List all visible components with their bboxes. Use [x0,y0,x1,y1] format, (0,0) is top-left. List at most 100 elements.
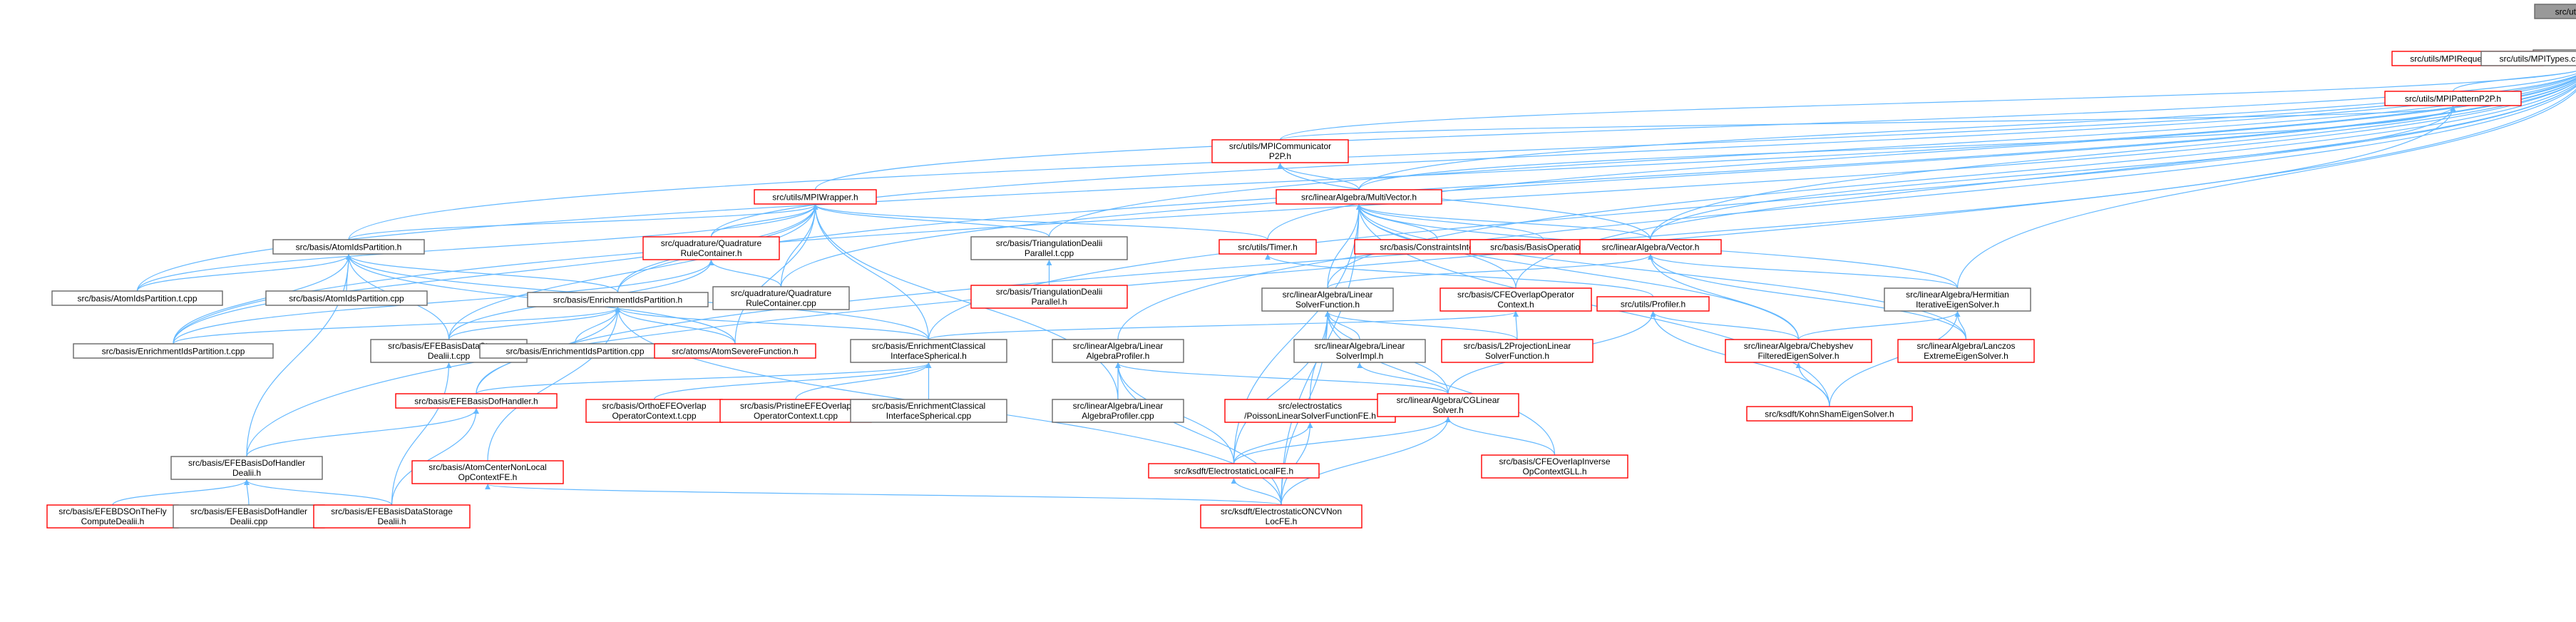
edge-efebdsontheflycomputedealii-h-to-efebasisdofhandlerdealii-h [112,479,250,506]
node-triangulationdealiiparallel-t-cpp[interactable]: src/basis/TriangulationDealiiParallel.t.… [970,236,1128,260]
node-box[interactable] [170,456,323,480]
node-box[interactable] [51,290,223,306]
node-box[interactable] [395,393,558,409]
node-enrichmentclassicalinterfacespherical-h[interactable]: src/basis/EnrichmentClassicalInterfaceSp… [850,339,1007,363]
node-box[interactable] [1224,399,1396,423]
node-linearsolverfunction-h[interactable]: src/linearAlgebra/LinearSolverFunction.h [1261,287,1394,312]
node-orthoefeoverlapoperatorcontext-t-cpp[interactable]: src/basis/OrthoEFEOverlapOperatorContext… [585,399,723,423]
node-mpipatternp2p-h[interactable]: src/utils/MPIPatternP2P.h [2384,91,2522,106]
node-box[interactable] [850,399,1007,423]
node-hermitianiterativeeigensolver-h[interactable]: src/linearAlgebra/HermitianIterativeEige… [1884,287,2031,312]
node-box[interactable] [1884,287,2031,312]
node-box[interactable] [1293,339,1426,363]
node-box[interactable] [1052,399,1184,423]
node-timer-h[interactable]: src/utils/Timer.h [1218,239,1317,255]
node-vector-h[interactable]: src/linearAlgebra/Vector.h [1579,239,1722,255]
node-box[interactable] [527,292,709,307]
node-box[interactable] [1746,406,1913,422]
node-box[interactable] [1897,339,2035,363]
node-box[interactable] [719,399,872,423]
node-linearalgebraprofiler-cpp[interactable]: src/linearAlgebra/LinearAlgebraProfiler.… [1052,399,1184,423]
node-enrichmentidspartition-t-cpp[interactable]: src/basis/EnrichmentIdsPartition.t.cpp [73,343,274,359]
node-box[interactable] [970,285,1128,309]
node-atomseverefunction-h[interactable]: src/atoms/AtomSevereFunction.h [654,343,816,359]
node-box[interactable] [2384,91,2522,106]
node-box[interactable] [1261,287,1394,312]
edge-cglinearsolver-h-to-linearalgebraprofiler-h [1115,362,1449,394]
node-box[interactable] [2480,51,2576,66]
node-efebasisdofhandler-h[interactable]: src/basis/EFEBasisDofHandler.h [395,393,558,409]
node-enrichmentidspartition-h[interactable]: src/basis/EnrichmentIdsPartition.h [527,292,709,307]
edge-chebyshevfilteredeigensolver-h-to-vector-h [1648,254,1800,340]
node-label: InterfaceSpherical.cpp [886,411,972,421]
node-box[interactable] [1441,339,1594,363]
node-box[interactable] [313,504,471,529]
node-box[interactable] [1218,239,1317,255]
node-poissonlinearsolverfunctionfe-h[interactable]: src/electrostatics/PoissonLinearSolverFu… [1224,399,1396,423]
node-box[interactable] [1211,139,1349,163]
node-box[interactable] [850,339,1007,363]
node-label: OperatorContext.t.cpp [754,411,838,421]
node-box[interactable] [712,286,850,310]
node-pristineefeoverlapoperatorcontext-t-cpp[interactable]: src/basis/PristineEFEOverlapOperatorCont… [719,399,872,423]
node-mpitypes-cpp[interactable]: src/utils/MPITypes.cpp [2480,51,2576,66]
node-box[interactable] [2534,4,2576,19]
node-multivector-h[interactable]: src/linearAlgebra/MultiVector.h [1276,189,1442,205]
node-atomcenternonlocalopcontextfe-h[interactable]: src/basis/AtomCenterNonLocalOpContextFE.… [411,460,564,484]
node-box[interactable] [642,236,780,260]
node-box[interactable] [272,239,425,255]
node-mpitypes-t-cpp[interactable]: src/utils/MPITypes.t.cpp [2534,4,2576,19]
node-box[interactable] [1579,239,1722,255]
node-box[interactable] [970,236,1128,260]
node-atomidspartition-cpp[interactable]: src/basis/AtomIdsPartition.cpp [265,290,428,306]
node-quadraturerulecontainer-cpp[interactable]: src/quadrature/QuadratureRuleContainer.c… [712,286,850,310]
node-box[interactable] [1481,454,1628,479]
node-box[interactable] [265,290,428,306]
node-box[interactable] [1052,339,1184,363]
node-enrichmentclassicalinterfacespherical-cpp[interactable]: src/basis/EnrichmentClassicalInterfaceSp… [850,399,1007,423]
node-mpiwrapper-h[interactable]: src/utils/MPIWrapper.h [754,189,877,205]
node-box[interactable] [754,189,877,205]
node-box[interactable] [46,504,179,529]
node-profiler-h[interactable]: src/utils/Profiler.h [1596,296,1710,312]
node-label: src/basis/AtomCenterNonLocal [429,462,546,472]
node-box[interactable] [173,504,325,529]
node-atomidspartition-t-cpp[interactable]: src/basis/AtomIdsPartition.t.cpp [51,290,223,306]
node-box[interactable] [654,343,816,359]
node-box[interactable] [1200,504,1363,529]
node-box[interactable] [1377,393,1519,417]
node-label: src/utils/Timer.h [1238,243,1298,253]
node-atomidspartition-h[interactable]: src/basis/AtomIdsPartition.h [272,239,425,255]
node-linearalgebraprofiler-h[interactable]: src/linearAlgebra/LinearAlgebraProfiler.… [1052,339,1184,363]
node-box[interactable] [1148,463,1320,479]
node-enrichmentidspartition-cpp[interactable]: src/basis/EnrichmentIdsPartition.cpp [479,343,671,359]
node-box[interactable] [585,399,723,423]
edge-hermitianiterativeeigensolver-h-to-vector-h [1648,254,1959,289]
node-label: src/linearAlgebra/Linear [1073,401,1164,411]
node-box[interactable] [1725,339,1872,363]
node-l2projectionlinearsolverfunction-h[interactable]: src/basis/L2ProjectionLinearSolverFuncti… [1441,339,1594,363]
node-box[interactable] [73,343,274,359]
node-electrostaticlocalfe-h[interactable]: src/ksdft/ElectrostaticLocalFE.h [1148,463,1320,479]
node-box[interactable] [1596,296,1710,312]
node-lanczosextremeeigensolver-h[interactable]: src/linearAlgebra/LanczosExtremeEigenSol… [1897,339,2035,363]
node-label: src/utils/Profiler.h [1621,300,1685,310]
node-chebyshevfilteredeigensolver-h[interactable]: src/linearAlgebra/ChebyshevFilteredEigen… [1725,339,1872,363]
node-box[interactable] [1440,287,1592,312]
node-kohnshameigensolver-h[interactable]: src/ksdft/KohnShamEigenSolver.h [1746,406,1913,422]
node-box[interactable] [1276,189,1442,205]
node-box[interactable] [411,460,564,484]
node-cfeoverlapinverseopcontextgll-h[interactable]: src/basis/CFEOverlapInverseOpContextGLL.… [1481,454,1628,479]
edge-efebasisdofhandlerdealii-h-to-mpitypes-h [246,88,2576,457]
